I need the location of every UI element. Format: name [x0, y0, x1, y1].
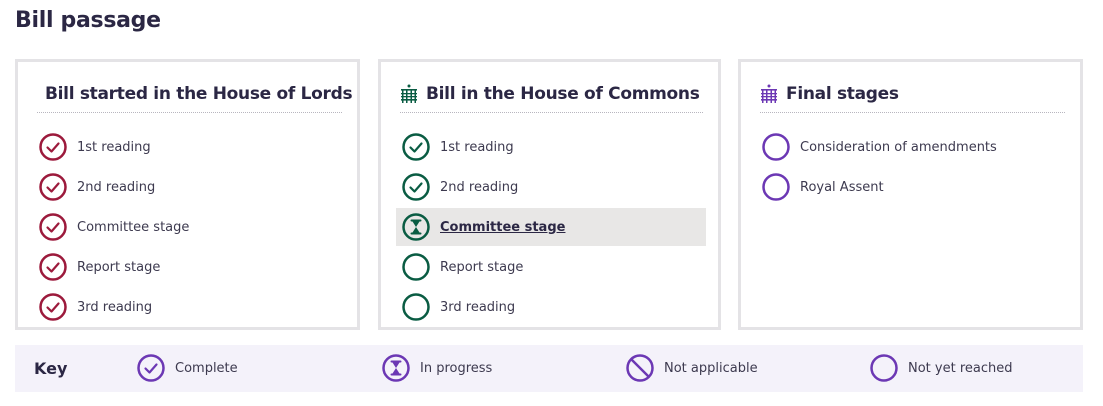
hourglass-circle-icon	[402, 213, 430, 241]
stage-item: 2nd reading	[401, 168, 518, 206]
committee-stage-link[interactable]: Committee stage	[440, 219, 566, 235]
stage-label: Royal Assent	[800, 179, 884, 195]
stage-label: 2nd reading	[440, 179, 519, 195]
check-circle-icon	[39, 293, 67, 321]
empty-circle-icon	[402, 253, 430, 281]
not-applicable-icon	[626, 354, 654, 382]
panel-header: Bill in the House of Commons	[400, 76, 703, 113]
portcullis-icon	[401, 84, 417, 103]
stage-item: 1st reading	[38, 128, 151, 166]
stage-label: Committee stage	[77, 219, 190, 235]
stage-item: Report stage	[401, 248, 523, 286]
key-label: Not yet reached	[908, 360, 1013, 376]
stage-item: 3rd reading	[401, 288, 515, 326]
key-label: Complete	[175, 360, 238, 376]
stage-label: 3rd reading	[440, 299, 516, 315]
stage-label: 3rd reading	[77, 299, 153, 315]
panel-title: Final stages	[786, 84, 899, 104]
lords-stages-panel: Bill started in the House of Lords 1st r…	[15, 59, 360, 330]
key-label: Not applicable	[664, 360, 758, 376]
check-circle-icon	[39, 133, 67, 161]
commons-stages-panel: Bill in the House of Commons 1st reading…	[378, 59, 721, 330]
portcullis-icon	[761, 84, 777, 103]
check-circle-icon	[137, 354, 165, 382]
hourglass-circle-icon	[382, 354, 410, 382]
panel-title: Bill started in the House of Lords	[45, 84, 353, 104]
empty-circle-icon	[762, 133, 790, 161]
key-label: In progress	[420, 360, 493, 376]
check-circle-icon	[39, 173, 67, 201]
stage-item: 1st reading	[401, 128, 514, 166]
stage-label: Report stage	[440, 259, 524, 275]
page-title: Bill passage	[15, 8, 161, 33]
check-circle-icon	[39, 253, 67, 281]
stage-label: 2nd reading	[77, 179, 156, 195]
final-stages-panel: Final stages Consideration of amendments…	[738, 59, 1083, 330]
key-item-complete: Complete	[136, 353, 238, 383]
empty-circle-icon	[870, 354, 898, 382]
status-key: Key Complete In progress Not applicable …	[15, 345, 1083, 392]
key-item-not-yet-reached: Not yet reached	[869, 353, 1013, 383]
stage-label: 1st reading	[440, 139, 514, 155]
stage-item: Royal Assent	[761, 168, 884, 206]
check-circle-icon	[402, 173, 430, 201]
panel-title: Bill in the House of Commons	[426, 84, 700, 104]
empty-circle-icon	[402, 293, 430, 321]
empty-circle-icon	[762, 173, 790, 201]
key-title: Key	[34, 359, 68, 378]
stage-item: Consideration of amendments	[761, 128, 997, 166]
panel-header: Final stages	[760, 76, 1065, 113]
key-item-in-progress: In progress	[381, 353, 492, 383]
check-circle-icon	[39, 213, 67, 241]
stage-item: Committee stage	[38, 208, 189, 246]
stage-label: 1st reading	[77, 139, 151, 155]
stage-item: 2nd reading	[38, 168, 155, 206]
stage-label: Consideration of amendments	[800, 139, 997, 155]
check-circle-icon	[402, 133, 430, 161]
key-item-not-applicable: Not applicable	[625, 353, 758, 383]
stage-item-current: Committee stage	[396, 208, 706, 246]
stage-item: 3rd reading	[38, 288, 152, 326]
stage-item: Report stage	[38, 248, 160, 286]
panel-header: Bill started in the House of Lords	[37, 76, 353, 113]
stage-label: Report stage	[77, 259, 161, 275]
